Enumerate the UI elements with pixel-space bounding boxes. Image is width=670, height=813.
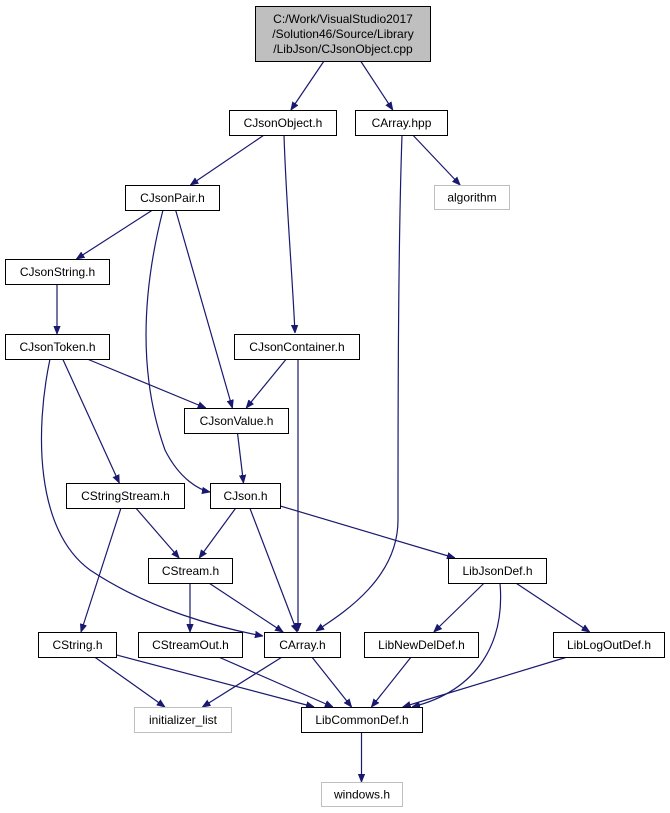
node-box bbox=[448, 558, 547, 584]
node-box bbox=[234, 334, 360, 360]
node-cstreamout-h[interactable]: CStreamOut.h bbox=[138, 632, 243, 658]
node-box bbox=[5, 259, 110, 285]
edge-cjson_h-to-carray_h bbox=[249, 507, 298, 632]
nodes-layer: C:/Work/VisualStudio2017/Solution46/Sour… bbox=[5, 6, 665, 807]
node-algorithm[interactable]: algorithm bbox=[434, 185, 510, 210]
node-box bbox=[210, 483, 281, 509]
node-box bbox=[264, 632, 341, 658]
node-initializer-list[interactable]: initializer_list bbox=[134, 707, 232, 733]
node-label: CStream.h bbox=[162, 564, 219, 578]
edge-libnewdeldef_h-to-libcommondef_h bbox=[371, 656, 412, 707]
node-box bbox=[5, 334, 110, 360]
node-cjsoncontainer-h[interactable]: CJsonContainer.h bbox=[234, 334, 360, 360]
node-label: initializer_list bbox=[149, 713, 218, 727]
edge-cjson_h-to-cstream_h bbox=[199, 507, 237, 558]
node-libcommondef-h[interactable]: LibCommonDef.h bbox=[301, 707, 423, 733]
edge-cjsonobject_h-to-cjsoncontainer_h bbox=[283, 134, 295, 333]
node-label: CArray.hpp bbox=[372, 116, 432, 130]
node-cjsonstring-h[interactable]: CJsonString.h bbox=[5, 259, 110, 285]
node-box bbox=[148, 558, 233, 584]
node-label: LibCommonDef.h bbox=[315, 713, 408, 727]
edge-cstring_h-to-initializer_list bbox=[94, 656, 165, 707]
node-box bbox=[138, 632, 243, 658]
node-root[interactable]: C:/Work/VisualStudio2017/Solution46/Sour… bbox=[255, 6, 431, 62]
node-label: CJsonObject.h bbox=[244, 116, 323, 130]
node-box bbox=[364, 632, 479, 658]
edge-cstream_h-to-carray_h bbox=[208, 582, 283, 632]
node-label: CJsonToken.h bbox=[19, 340, 95, 354]
node-libnewdeldef-h[interactable]: LibNewDelDef.h bbox=[364, 632, 479, 658]
node-label: CJson.h bbox=[223, 489, 267, 503]
node-cjson-h[interactable]: CJson.h bbox=[210, 483, 281, 509]
node-cjsonobject-h[interactable]: CJsonObject.h bbox=[229, 110, 337, 136]
edge-liblogoutdef_h-to-libcommondef_h bbox=[403, 656, 568, 707]
node-label: LibLogOutDef.h bbox=[567, 638, 651, 652]
edge-libjsondef_h-to-libnewdeldef_h bbox=[434, 582, 485, 632]
node-label: LibJsonDef.h bbox=[462, 564, 532, 578]
edge-cjsontoken_h-to-cjsonvalue_h bbox=[86, 358, 206, 409]
node-box bbox=[321, 782, 403, 807]
edge-cjsoncontainer_h-to-cjsonvalue_h bbox=[246, 358, 287, 408]
node-box bbox=[134, 707, 232, 733]
edge-cjson_h-to-libjsondef_h bbox=[279, 505, 455, 558]
edge-carray_hpp-to-carray_h bbox=[316, 134, 403, 631]
node-label: /LibJson/CJsonObject.cpp bbox=[273, 42, 413, 56]
node-label: CStringStream.h bbox=[81, 489, 170, 503]
edge-libjsondef_h-to-libcommondef_h bbox=[412, 582, 502, 707]
edge-root-to-cjsonobject_h bbox=[291, 60, 325, 110]
node-carray-hpp[interactable]: CArray.hpp bbox=[355, 110, 448, 136]
node-windows-h[interactable]: windows.h bbox=[321, 782, 403, 807]
node-cstream-h[interactable]: CStream.h bbox=[148, 558, 233, 584]
edge-cjsonpair_h-to-cjsonvalue_h bbox=[175, 209, 233, 408]
node-cjsontoken-h[interactable]: CJsonToken.h bbox=[5, 334, 110, 360]
node-label: windows.h bbox=[333, 788, 390, 802]
node-label: LibNewDelDef.h bbox=[378, 638, 465, 652]
node-label: CJsonPair.h bbox=[140, 191, 205, 205]
edge-carray_h-to-libcommondef_h bbox=[311, 656, 352, 707]
node-libjsondef-h[interactable]: LibJsonDef.h bbox=[448, 558, 547, 584]
edge-cjsonvalue_h-to-cjson_h bbox=[236, 432, 244, 483]
edge-cjsontoken_h-to-carray_h bbox=[40, 358, 263, 636]
node-label: CString.h bbox=[52, 638, 102, 652]
node-box bbox=[125, 185, 220, 211]
node-box bbox=[301, 707, 423, 733]
node-box bbox=[38, 632, 117, 658]
node-cstring-h[interactable]: CString.h bbox=[38, 632, 117, 658]
node-label: algorithm bbox=[447, 191, 496, 205]
edge-libjsondef_h-to-liblogoutdef_h bbox=[515, 582, 590, 632]
node-cjsonpair-h[interactable]: CJsonPair.h bbox=[125, 185, 220, 211]
node-label: C:/Work/VisualStudio2017 bbox=[273, 12, 413, 26]
edge-carray_h-to-initializer_list bbox=[202, 656, 283, 707]
node-box bbox=[355, 110, 448, 136]
edge-carray_hpp-to-algorithm bbox=[412, 134, 460, 185]
node-box bbox=[553, 632, 665, 658]
node-box bbox=[255, 6, 431, 62]
edge-cstringstream_h-to-cstream_h bbox=[135, 507, 179, 558]
node-box bbox=[229, 110, 337, 136]
node-label: CArray.h bbox=[279, 638, 325, 652]
node-label: CJsonValue.h bbox=[200, 414, 274, 428]
edge-cstreamout_h-to-libcommondef_h bbox=[218, 656, 333, 708]
node-carray-h[interactable]: CArray.h bbox=[264, 632, 341, 658]
edge-cjsontoken_h-to-cstringstream_h bbox=[62, 358, 120, 483]
node-label: CJsonString.h bbox=[20, 265, 95, 279]
edge-cjsonobject_h-to-cjsonpair_h bbox=[190, 134, 265, 185]
edge-cstringstream_h-to-cstring_h bbox=[81, 507, 122, 632]
node-box bbox=[66, 483, 185, 509]
node-label: CJsonContainer.h bbox=[249, 340, 344, 354]
edge-cjsonpair_h-to-cjsonstring_h bbox=[76, 209, 153, 259]
edges-layer bbox=[40, 60, 590, 782]
edge-cjsonpair_h-to-cjson_h bbox=[145, 209, 210, 492]
node-cstringstream-h[interactable]: CStringStream.h bbox=[66, 483, 185, 509]
edge-root-to-carray_hpp bbox=[360, 60, 393, 110]
node-label: /Solution46/Source/Library bbox=[272, 27, 413, 41]
node-box bbox=[434, 185, 510, 210]
node-box bbox=[184, 408, 289, 434]
node-label: CStreamOut.h bbox=[152, 638, 229, 652]
edge-cstring_h-to-libcommondef_h bbox=[115, 654, 314, 707]
node-cjsonvalue-h[interactable]: CJsonValue.h bbox=[184, 408, 289, 434]
node-liblogoutdef-h[interactable]: LibLogOutDef.h bbox=[553, 632, 665, 658]
